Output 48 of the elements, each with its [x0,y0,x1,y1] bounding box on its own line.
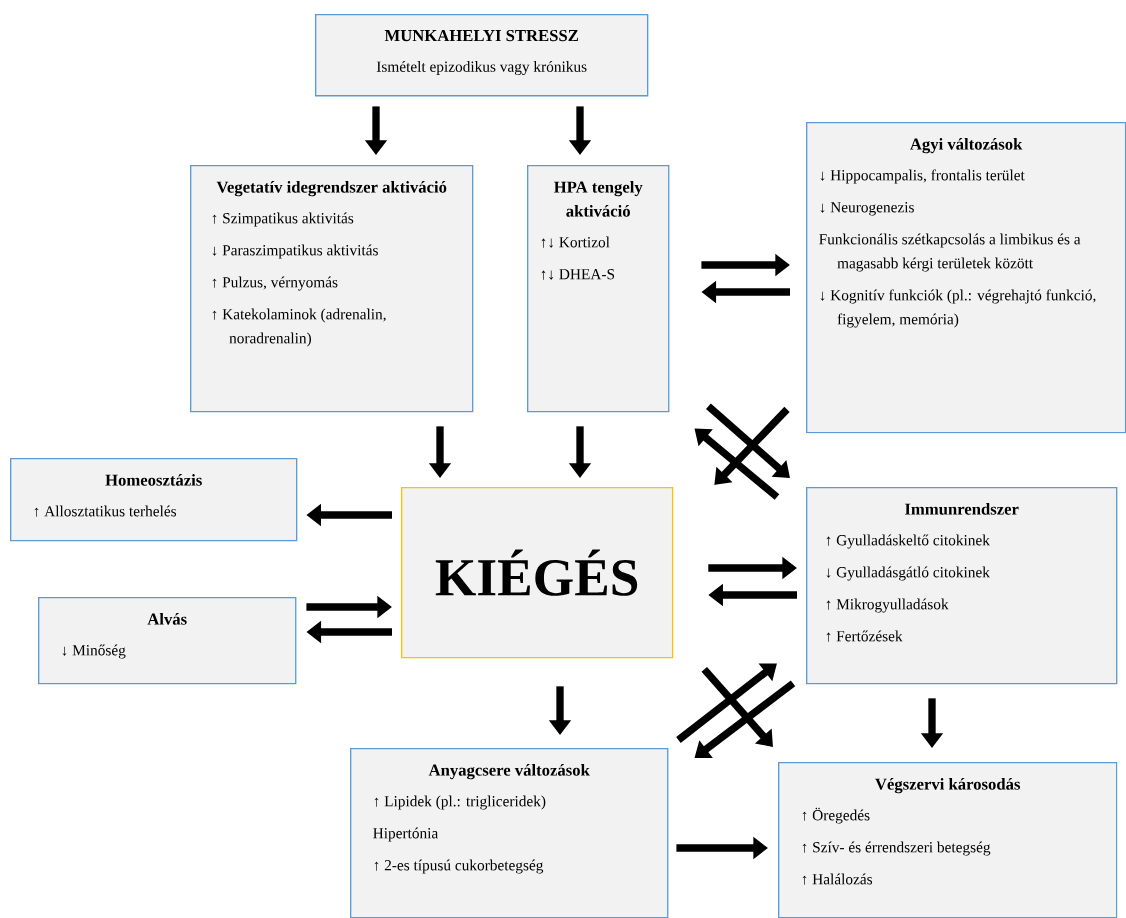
info-box [527,165,670,413]
info-box [350,748,669,918]
list-item: ↑↓ Kortizol [541,236,610,248]
list-item: ↑ Halálozás [802,873,873,885]
list-item: ↓ Kognitív funkciók (pl.: végrehajtó funkció, figyelem, memória) [820,289,1096,328]
info-box [10,458,298,542]
box-heading: Végszervi károsodás [875,778,1021,794]
list-item: ↓ Neurogenezis [820,202,914,216]
info-box [38,597,297,685]
list-item: Funkcionális szétkapcsolás a limbikus és a magasabb kérgi területek között [819,233,1081,272]
info-box [806,487,1118,685]
list-item: ↑↓ DHEA-S [541,269,615,280]
info-box [806,122,1126,434]
list-item: ↑ Allosztatikus terhelés [34,505,177,517]
list-item: ↑ Mikrogyulladások [826,598,949,613]
list-item: ↑ Gyulladáskeltő citokinek [826,534,990,549]
list-item: ↑ 2-es típusú cukorbetegség [374,859,544,874]
box-heading: HPA tengely aktiváció [554,181,643,217]
box-heading: Homeosztázis [105,474,202,486]
arrow [701,666,773,747]
box-heading: Alvás [147,613,187,625]
list-item: ↓ Paraszimpatikus aktivitás [212,244,378,259]
info-box [778,762,1118,918]
arrow [714,406,790,485]
list-item: ↑ Fertőzések [826,630,903,642]
list-item: ↓ Hippocampalis, frontalis terület [820,169,1025,184]
box-heading: Vegetatív idegrendszer aktiváció [216,181,447,197]
box-subtitle: Ismételt epizodikus vagy krónikus [376,61,587,75]
arrow [676,663,777,743]
list-item: Hipertónia [373,827,439,842]
list-item: ↓ Minőség [62,644,126,659]
box-heading: MUNKAHELYI STRESSZ [384,30,578,42]
box-heading: Anyagcsere változások [428,764,590,780]
list-item: ↑ Szív- és érrendszeri betegség [802,841,991,856]
list-item: ↑ Szimpatikus aktivitás [212,212,354,227]
list-item: ↑ Lipidek (pl.: trigliceridek) [374,795,546,810]
info-box [190,165,474,413]
arrow [694,428,780,500]
title-box [401,487,674,659]
list-item: ↑ Katekolaminok (adrenalin, noradrenalin) [212,308,386,347]
list-item: ↑ Öregedés [802,807,870,824]
title-text: KIÉGÉS [435,549,638,596]
arrow [706,403,790,478]
list-item: ↑ Pulzus, vérnyomás [212,276,338,291]
box-heading: Immunrendszer [905,503,1019,515]
box-heading: Agyi változások [910,138,1023,154]
info-box [315,14,649,97]
list-item: ↓ Gyulladásgátló citokinek [826,566,990,581]
